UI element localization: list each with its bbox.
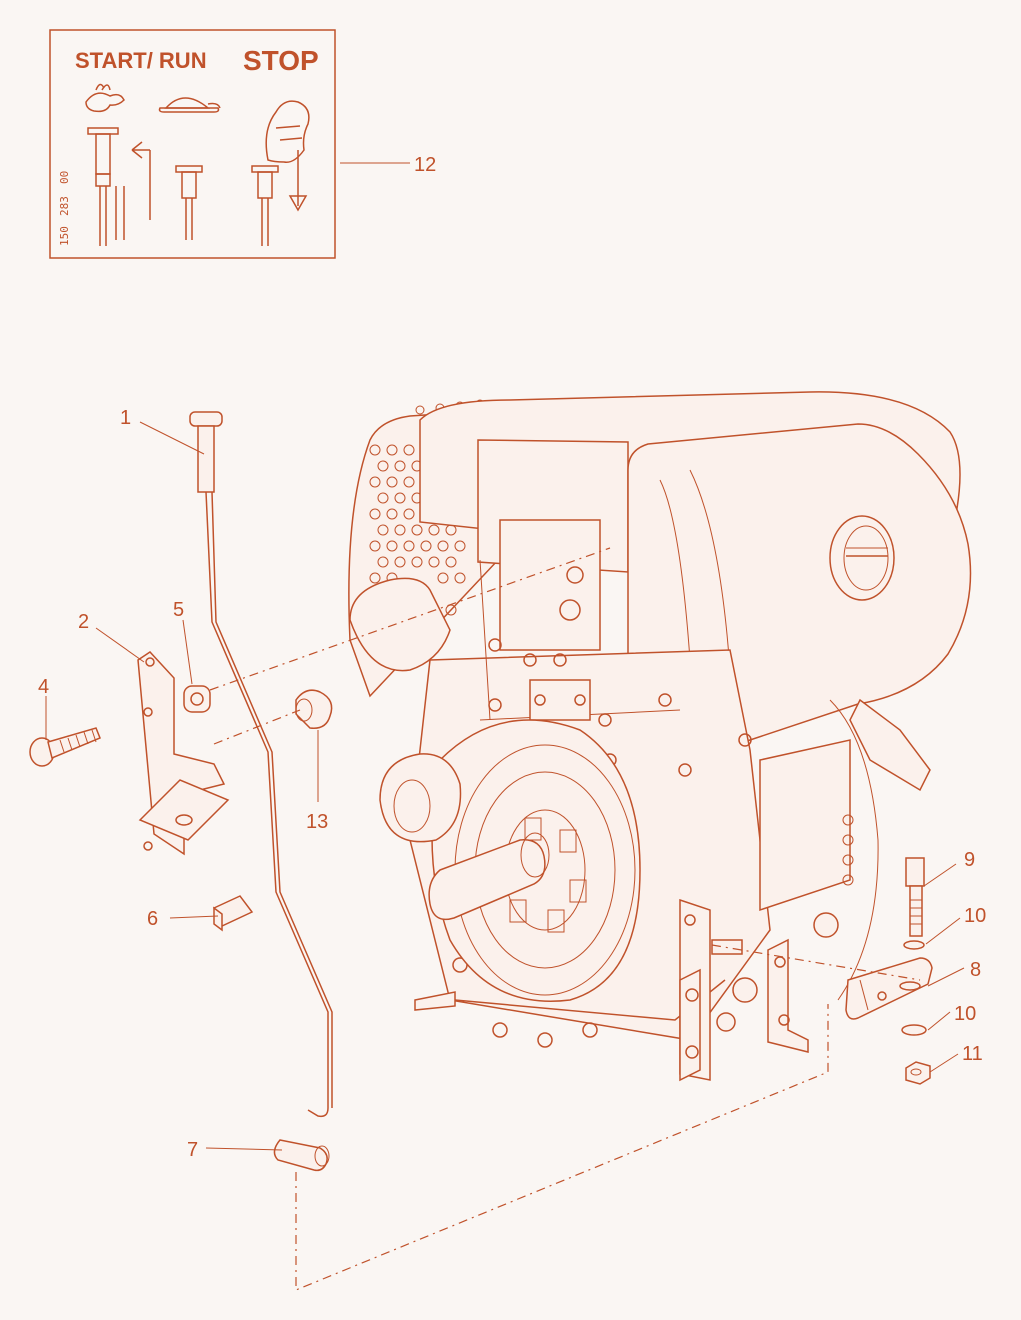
callout-10-upper: 10 bbox=[964, 905, 986, 927]
part-10-washer-lower bbox=[901, 1024, 927, 1036]
label-code-line-3: 00 bbox=[58, 171, 71, 184]
callout-13: 13 bbox=[306, 811, 328, 833]
part-4-screw bbox=[29, 727, 101, 767]
callout-5: 5 bbox=[173, 599, 184, 621]
engine-illustration bbox=[348, 391, 972, 1082]
start-run-text: START/ RUN bbox=[75, 48, 207, 73]
hare-icon bbox=[85, 83, 125, 113]
instruction-label-panel: START/ RUN STOP bbox=[49, 29, 336, 259]
air-intake bbox=[829, 515, 895, 601]
part-2-bracket bbox=[137, 651, 230, 856]
knob-run-icon bbox=[175, 165, 203, 240]
leader-lines bbox=[45, 162, 965, 1151]
injector-block bbox=[499, 519, 601, 721]
callout-12: 12 bbox=[414, 154, 436, 176]
part-11-nut bbox=[905, 1061, 931, 1085]
knob-stop-icon bbox=[251, 150, 308, 246]
part-9-bolt bbox=[905, 857, 925, 937]
callout-10-lower: 10 bbox=[954, 1003, 976, 1025]
knob-start-icon bbox=[87, 127, 151, 246]
part-8-plate bbox=[845, 957, 933, 1020]
hand-icon bbox=[265, 100, 310, 163]
part-13-bush bbox=[295, 689, 333, 729]
part-1-stop-knob-cable bbox=[189, 411, 333, 1118]
part-7-sleeve bbox=[273, 1139, 330, 1172]
part-10-washer-upper bbox=[903, 940, 925, 950]
callout-11: 11 bbox=[962, 1043, 983, 1065]
assembly-lines bbox=[209, 547, 921, 1291]
part-6-clip bbox=[213, 895, 254, 932]
callout-7: 7 bbox=[187, 1139, 198, 1161]
callout-9: 9 bbox=[964, 849, 975, 871]
callout-6: 6 bbox=[147, 908, 158, 930]
stop-text: STOP bbox=[243, 45, 319, 76]
label-code-line-2: 283 bbox=[58, 196, 71, 216]
label-code-column: 150 283 00 bbox=[58, 171, 71, 246]
part-5-bush bbox=[183, 685, 211, 713]
label-code-line-1: 150 bbox=[58, 226, 71, 246]
tortoise-icon bbox=[158, 97, 221, 113]
callout-4: 4 bbox=[38, 676, 49, 698]
callout-1: 1 bbox=[120, 407, 131, 429]
stop-bracket-assembly bbox=[679, 898, 839, 1082]
callout-8: 8 bbox=[970, 959, 981, 981]
callout-numbers: 1 2 4 5 6 7 8 9 10 10 11 12 13 bbox=[38, 154, 986, 1161]
callout-2: 2 bbox=[78, 611, 89, 633]
